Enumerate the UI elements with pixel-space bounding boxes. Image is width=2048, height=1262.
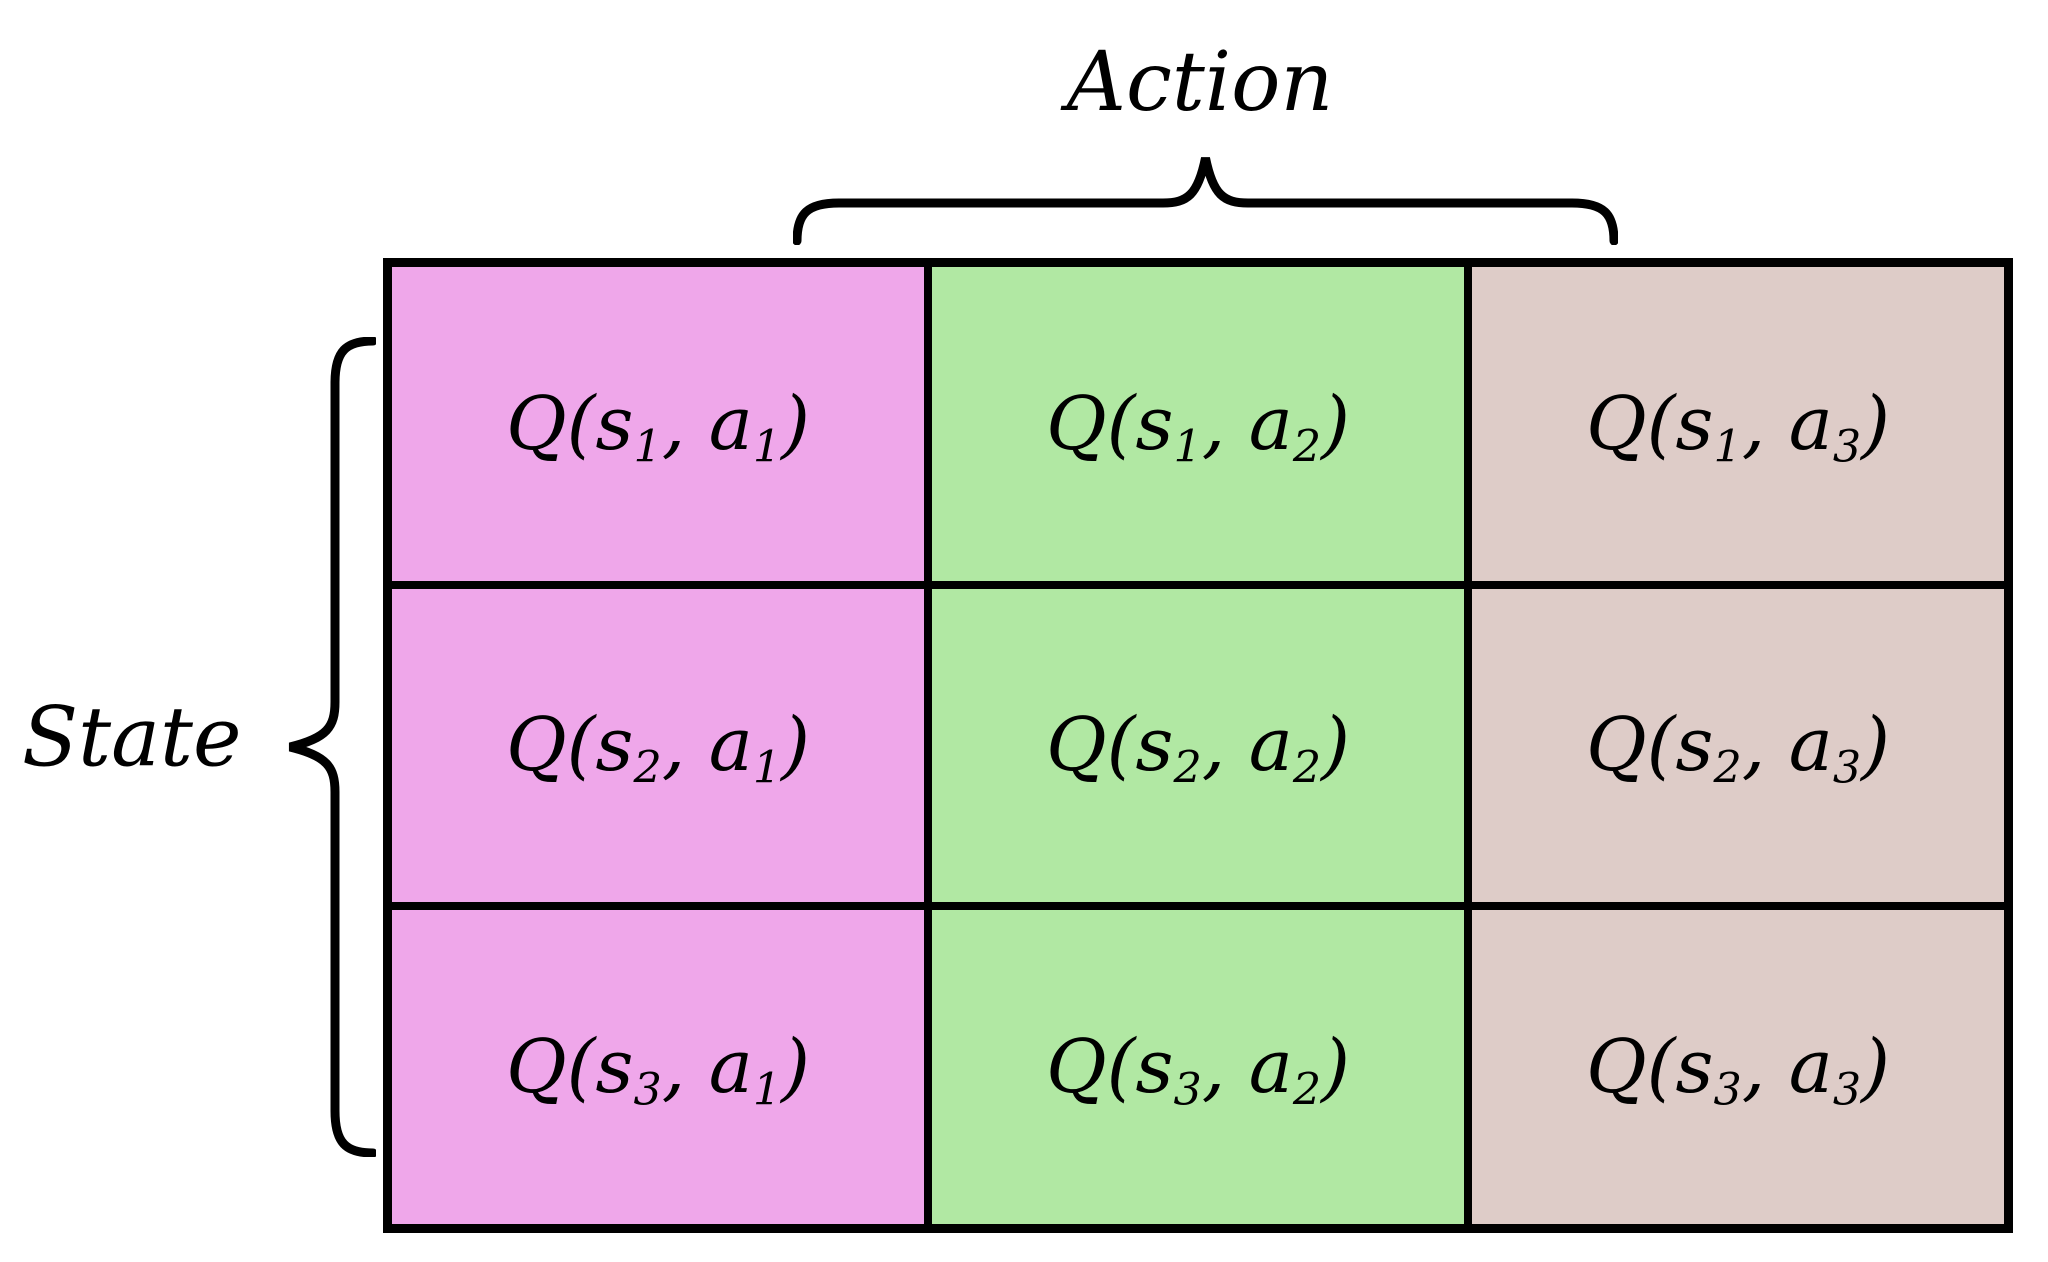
math-text: ) — [1321, 702, 1351, 789]
subscript: 2 — [1292, 742, 1322, 794]
math-text: Q(s — [1585, 1024, 1714, 1111]
math-text: ) — [1861, 380, 1891, 467]
qtable-cell-s3-a3: Q(s3, a3) — [1472, 910, 2004, 1224]
q-value-label: Q(s1, a3) — [1586, 387, 1890, 469]
qtable-cell-s3-a1: Q(s3, a1) — [392, 910, 924, 1224]
math-text: ) — [1861, 1024, 1891, 1111]
math-text: ) — [1321, 380, 1351, 467]
q-value-label: Q(s1, a1) — [506, 387, 810, 469]
q-value-label: Q(s2, a2) — [1046, 708, 1350, 790]
qtable-cell-s1-a2: Q(s1, a2) — [932, 267, 1464, 581]
subscript: 3 — [1713, 1064, 1742, 1116]
q-value-label: Q(s2, a1) — [506, 708, 810, 790]
subscript: 1 — [752, 421, 782, 473]
qtable-cell-s1-a3: Q(s1, a3) — [1472, 267, 2004, 581]
subscript: 2 — [1713, 742, 1742, 794]
math-text: , a — [661, 380, 753, 467]
math-text: Q(s — [1045, 702, 1174, 789]
q-value-label: Q(s3, a2) — [1046, 1030, 1350, 1112]
math-text: Q(s — [1045, 380, 1174, 467]
subscript: 1 — [633, 421, 662, 473]
qtable-cell-s2-a3: Q(s2, a3) — [1472, 588, 2004, 903]
q-value-label: Q(s3, a1) — [506, 1030, 810, 1112]
math-text: Q(s — [505, 380, 634, 467]
math-text: ) — [781, 1024, 811, 1111]
math-text: Q(s — [505, 702, 634, 789]
math-text: , a — [1201, 380, 1293, 467]
math-text: Q(s — [505, 1024, 634, 1111]
math-text: ) — [1861, 702, 1891, 789]
qtable-cell-s3-a2: Q(s3, a2) — [932, 910, 1464, 1224]
math-text: , a — [661, 702, 753, 789]
q-value-label: Q(s1, a2) — [1046, 387, 1350, 469]
q-value-table: Q(s1, a1) Q(s1, a2) Q(s1, a3) Q(s2, a1) … — [383, 258, 2013, 1233]
qtable-cell-s2-a1: Q(s2, a1) — [392, 588, 924, 903]
subscript: 3 — [633, 1064, 662, 1116]
qtable-cell-s1-a1: Q(s1, a1) — [392, 267, 924, 581]
math-text: Q(s — [1585, 702, 1714, 789]
q-value-label: Q(s3, a3) — [1586, 1030, 1890, 1112]
math-text: ) — [781, 380, 811, 467]
math-text: , a — [1741, 1024, 1833, 1111]
state-axis-label: State — [22, 690, 242, 786]
subscript: 1 — [752, 742, 782, 794]
subscript: 3 — [1832, 421, 1862, 473]
subscript: 3 — [1832, 742, 1862, 794]
subscript: 1 — [1713, 421, 1742, 473]
subscript: 2 — [1292, 421, 1322, 473]
math-text: , a — [661, 1024, 753, 1111]
subscript: 2 — [1173, 742, 1202, 794]
action-axis-label: Action — [1066, 35, 1334, 130]
subscript: 3 — [1173, 1064, 1202, 1116]
math-text: Q(s — [1045, 1024, 1174, 1111]
math-text: , a — [1201, 1024, 1293, 1111]
math-text: Q(s — [1585, 380, 1714, 467]
subscript: 2 — [1292, 1064, 1322, 1116]
math-text: , a — [1741, 702, 1833, 789]
math-text: ) — [781, 702, 811, 789]
q-value-label: Q(s2, a3) — [1586, 708, 1890, 790]
qtable-cell-s2-a2: Q(s2, a2) — [932, 588, 1464, 903]
subscript: 3 — [1832, 1064, 1862, 1116]
state-brace-icon — [288, 337, 376, 1157]
math-text: , a — [1201, 702, 1293, 789]
action-overbrace-icon — [793, 157, 1618, 245]
math-text: ) — [1321, 1024, 1351, 1111]
subscript: 2 — [633, 742, 662, 794]
subscript: 1 — [752, 1064, 782, 1116]
math-text: , a — [1741, 380, 1833, 467]
subscript: 1 — [1173, 421, 1202, 473]
